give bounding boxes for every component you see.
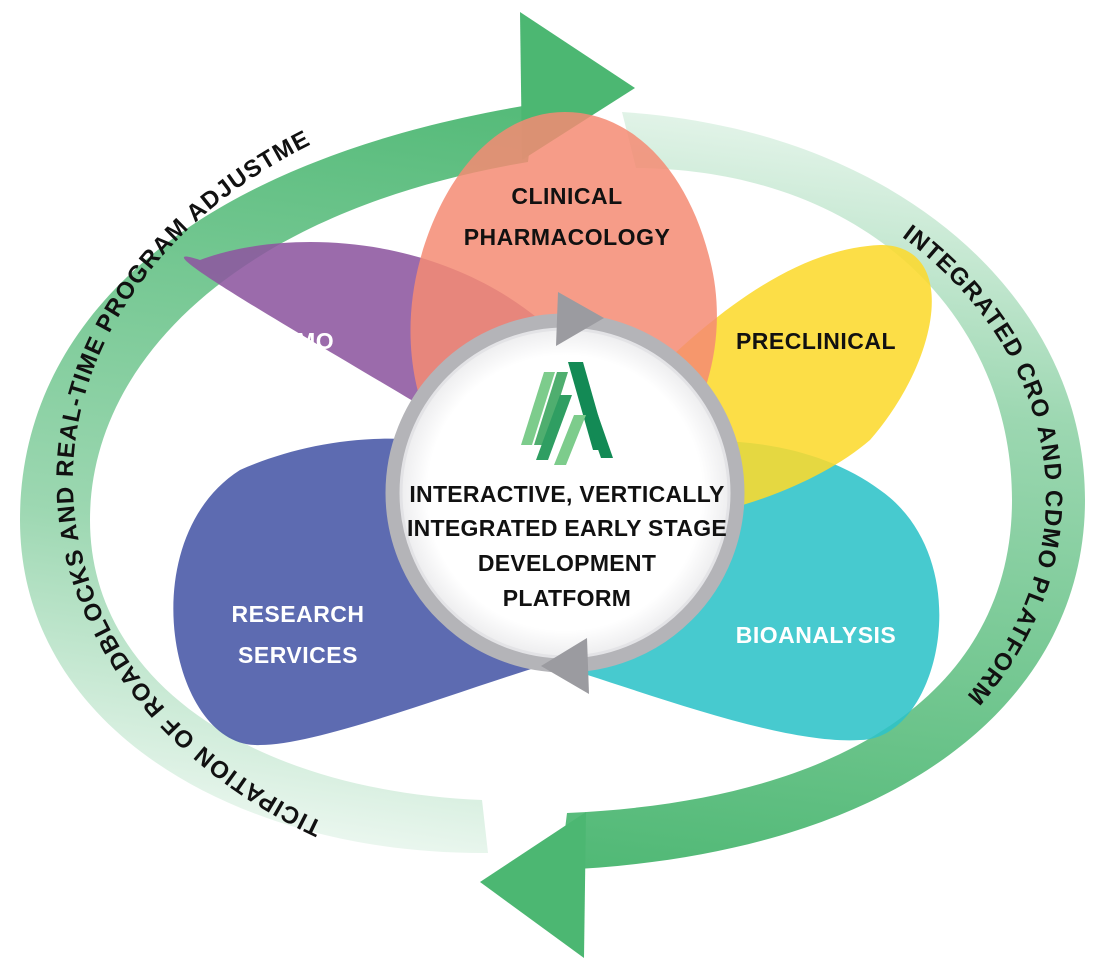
company-logo-icon <box>521 362 613 465</box>
label-research-line-2: SERVICES <box>238 642 358 668</box>
center-line-3: DEVELOPMENT <box>478 550 656 576</box>
label-research-line-1: RESEARCH <box>231 601 364 627</box>
center-line-1: INTERACTIVE, VERTICALLY <box>409 481 724 507</box>
left-outer-arrow-band <box>20 104 535 854</box>
center-line-4: PLATFORM <box>503 585 631 611</box>
label-clinical-line-1: CLINICAL <box>511 183 622 209</box>
right-outer-arrowhead <box>480 812 586 958</box>
inner-ring-bottom-arrowhead <box>541 638 589 694</box>
petal-labels: CLINICAL PHARMACOLOGY PRECLINICAL BIOANA… <box>231 183 897 668</box>
center-line-2: INTEGRATED EARLY STAGE <box>407 515 727 541</box>
inner-ring-top-arrowhead <box>556 292 604 346</box>
label-bioanalysis: BIOANALYSIS <box>736 622 897 648</box>
label-cdmo: CDMO <box>262 328 334 354</box>
inner-cycle <box>385 292 745 694</box>
label-clinical-line-2: PHARMACOLOGY <box>464 224 671 250</box>
center-title: INTERACTIVE, VERTICALLY INTEGRATED EARLY… <box>407 481 727 611</box>
center-disc <box>393 321 737 665</box>
label-preclinical: PRECLINICAL <box>736 328 896 354</box>
right-outer-arrow-band <box>560 112 1085 870</box>
